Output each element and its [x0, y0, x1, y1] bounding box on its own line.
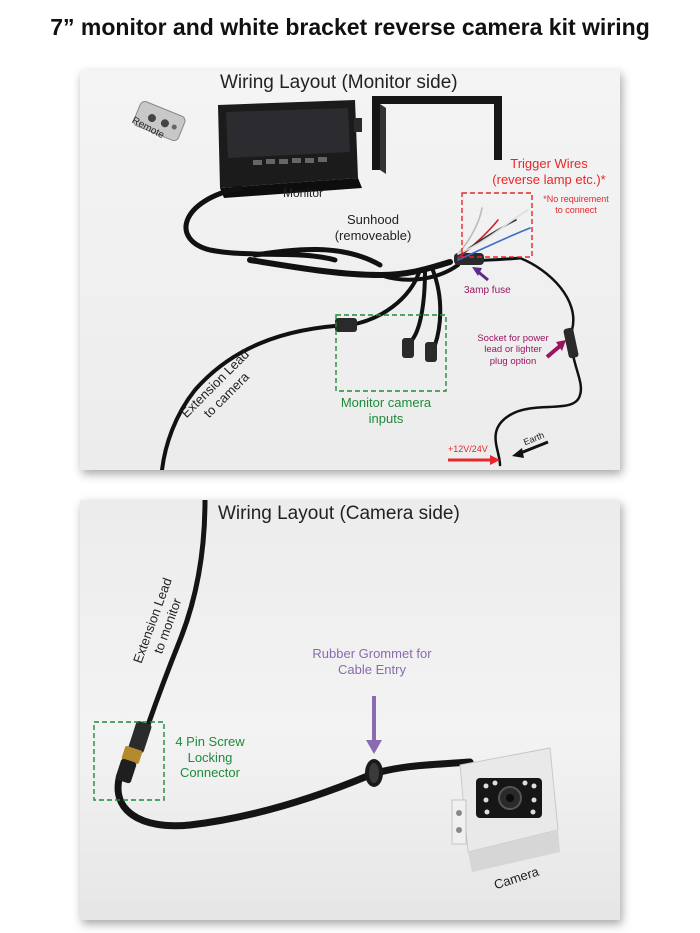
camera-inputs-box [335, 314, 447, 392]
camera-side-photo: Wiring Layout (Camera side) Extension Le… [80, 500, 620, 920]
grommet-label: Rubber Grommet for Cable Entry [312, 646, 432, 677]
cable-connectors [335, 253, 579, 362]
trigger-wires-box [461, 192, 533, 258]
no-requirement-note: *No requirement to connect [543, 194, 609, 215]
sunhood-label: Sunhood (removeable) [334, 212, 412, 243]
trigger-wires-label: Trigger Wires (reverse lamp etc.)* [492, 156, 606, 187]
remote-control [133, 101, 186, 142]
power-arrow [448, 455, 500, 465]
fuse-label: 3amp fuse [464, 285, 511, 296]
socket-arrow [545, 340, 566, 359]
page-title: 7” monitor and white bracket reverse cam… [50, 14, 650, 40]
power-label: +12V/24V [448, 444, 488, 454]
monitor-side-illustration [133, 96, 583, 470]
monitor-label: Monitor [283, 186, 324, 200]
camera-side-illustration [93, 500, 560, 872]
monitor-side-photo: Wiring Layout (Monitor side) Remote Moni… [80, 70, 620, 470]
monitor-side-heading: Wiring Layout (Monitor side) [220, 72, 458, 93]
connector-label: 4 Pin Screw Locking Connector [175, 734, 245, 781]
sunhood [372, 96, 502, 174]
camera-side-heading: Wiring Layout (Camera side) [218, 503, 460, 524]
fuse-arrow [472, 267, 489, 282]
camera-inputs-label: Monitor camera inputs [340, 395, 432, 426]
monitor-unit [218, 100, 362, 198]
screw-locking-connector [115, 721, 152, 784]
earth-arrow [512, 440, 549, 458]
grommet-arrow [366, 696, 382, 754]
socket-label: Socket for power lead or lighter plug op… [477, 333, 549, 367]
connector-box [93, 721, 165, 801]
white-bracket-camera [451, 747, 560, 872]
rubber-grommet [365, 759, 383, 787]
